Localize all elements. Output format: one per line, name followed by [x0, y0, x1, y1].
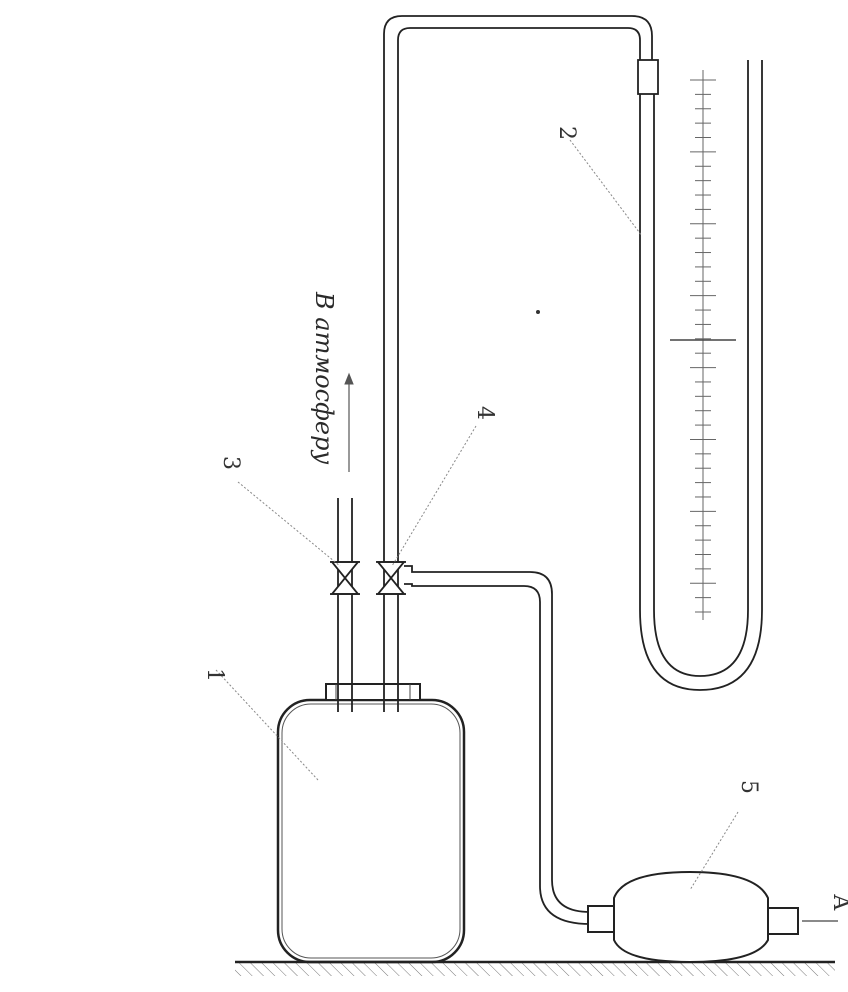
label-manometer: 2	[554, 126, 579, 140]
label-valve-manometer: 4	[472, 406, 497, 420]
leader-lines	[215, 139, 739, 891]
label-pump-bulb: 5	[736, 780, 761, 794]
label-vessel: 1	[202, 668, 227, 682]
label-valve-atmosphere: 3	[218, 456, 243, 470]
atmosphere-arrow	[344, 372, 354, 472]
valve-manometer	[376, 561, 406, 595]
label-arrow-right: А	[828, 894, 848, 911]
valve-atmosphere	[330, 561, 360, 595]
vessel	[276, 698, 466, 964]
annotation-to-atmosphere: В атмосферу	[310, 291, 338, 464]
pump-bulb	[587, 870, 799, 964]
pipe-main	[383, 15, 653, 712]
stray-mark	[536, 310, 540, 314]
ground	[235, 960, 835, 976]
vessel-flange	[325, 683, 421, 701]
manometer-tube	[637, 59, 763, 691]
pipe-to-bulb	[404, 565, 591, 925]
manometer-scale	[670, 70, 736, 620]
pipe-atmosphere	[337, 498, 353, 712]
